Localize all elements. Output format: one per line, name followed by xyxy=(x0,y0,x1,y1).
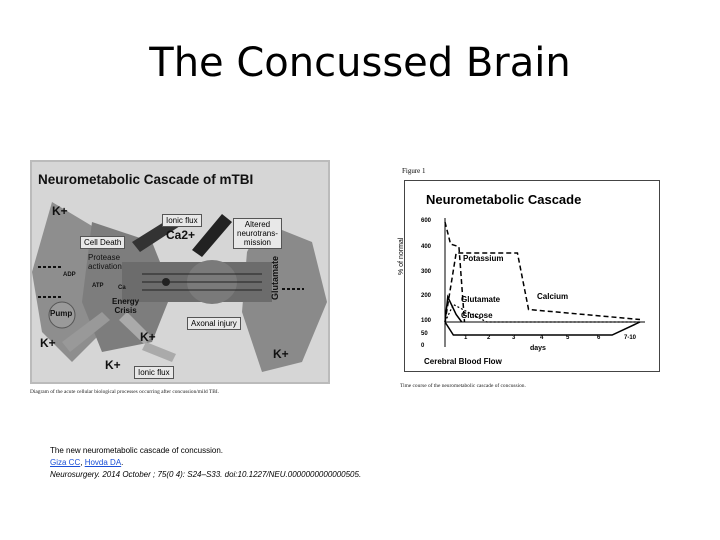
author-link-hovda[interactable]: Hovda DA xyxy=(84,458,122,467)
citation-title: The new neurometabolic cascade of concus… xyxy=(50,446,223,455)
ca-label: Ca xyxy=(118,285,126,291)
ionic-flux-box: Ionic flux xyxy=(162,214,202,227)
adp-label: ADP xyxy=(63,272,76,278)
x-tick-label: 7-10 xyxy=(624,335,637,341)
x-tick-label: 3 xyxy=(512,335,516,341)
neurometabolic-cascade-diagram: Neurometabolic Cascade of mTBI K+ Ionic … xyxy=(30,160,330,385)
y-tick-label: 200 xyxy=(421,293,432,299)
series-label-glutamate: Glutamate xyxy=(461,295,501,304)
citation: The new neurometabolic cascade of concus… xyxy=(50,445,361,481)
citation-journal: Neurosurgery. 2014 October ; 75(0 4): S2… xyxy=(50,470,362,479)
series-label-potassium: Potassium xyxy=(463,254,504,263)
figure-1: Figure 1 xyxy=(398,160,650,392)
y-tick-label: 50 xyxy=(421,331,428,337)
k-mid-label: K+ xyxy=(140,330,156,344)
x-axis-label: days xyxy=(530,345,546,352)
x-tick-label: 5 xyxy=(566,335,570,341)
author-link-giza[interactable]: Giza CC xyxy=(50,458,81,467)
slide-title: The Concussed Brain xyxy=(149,40,571,86)
y-axis-label: % of normal xyxy=(398,237,405,275)
ca2-label: Ca2+ xyxy=(166,228,196,242)
atp-label: ATP xyxy=(92,283,104,289)
figure-label: Figure 1 xyxy=(402,167,426,175)
y-tick-label: 100 xyxy=(421,318,432,324)
x-tick-label: 1 xyxy=(464,335,468,341)
x-tick-label: 6 xyxy=(597,335,601,341)
series-label-calcium: Calcium xyxy=(537,292,569,301)
k-bottom-label: K+ xyxy=(105,358,121,372)
cell-death-box: Cell Death xyxy=(80,236,126,249)
y-tick-label: 400 xyxy=(421,244,432,250)
glutamate-label: Glutamate xyxy=(270,255,280,300)
pump-label: Pump xyxy=(50,309,73,318)
k-right-label: K+ xyxy=(273,347,289,361)
left-figure-caption: Diagram of the acute cellular biological… xyxy=(30,389,219,395)
altered-neurotransmission-box: Altered neurotrans- mission xyxy=(233,218,282,249)
chart-title: Neurometabolic Cascade xyxy=(426,192,582,207)
y-tick-label: 600 xyxy=(421,218,432,224)
right-figure-caption: Time course of the neurometabolic cascad… xyxy=(400,383,526,389)
series-label-cbf: Cerebral Blood Flow xyxy=(424,357,502,366)
y-tick-label: 0 xyxy=(421,343,425,349)
series-label-glucose: Glucose xyxy=(461,311,493,320)
k-left-label: K+ xyxy=(40,336,56,350)
axonal-injury-box: Axonal injury xyxy=(187,317,241,330)
y-tick-label: 300 xyxy=(421,269,432,275)
author-end: . xyxy=(121,458,124,467)
x-tick-label: 2 xyxy=(487,335,491,341)
protease-label: Protease activation xyxy=(88,253,122,271)
ionic-flux-bottom-box: Ionic flux xyxy=(134,366,174,379)
chart-frame xyxy=(404,180,660,372)
author-separator: , xyxy=(80,458,85,467)
x-tick-label: 4 xyxy=(540,335,544,341)
energy-crisis-label: Energy Crisis xyxy=(112,297,140,315)
citation-authors: Giza CC, Hovda DA. xyxy=(50,457,361,469)
diagram-title: Neurometabolic Cascade of mTBI xyxy=(38,172,254,187)
k-label: K+ xyxy=(52,204,68,218)
